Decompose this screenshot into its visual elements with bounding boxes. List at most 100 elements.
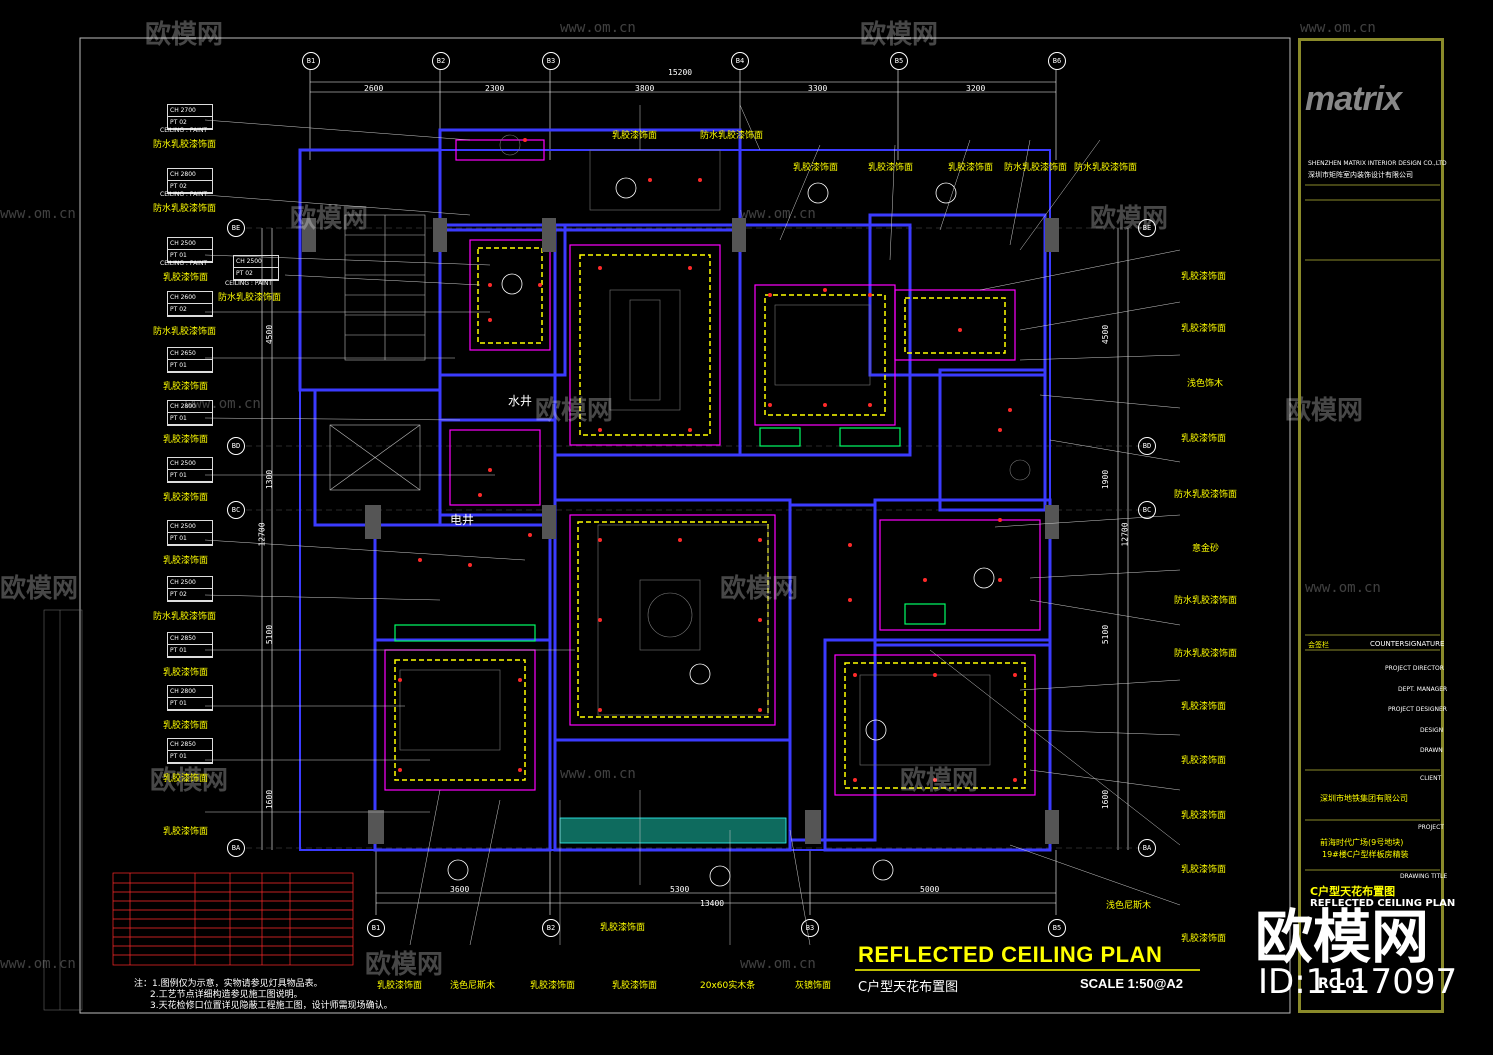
watermark-site: www.om.cn (560, 766, 636, 782)
ceiling-paint-label: CEILING : PAINT (160, 260, 208, 267)
axis-bubble: B6 (1048, 52, 1066, 70)
material-label: 乳胶漆饰面 (1181, 272, 1227, 282)
axis-bubble: B3 (542, 52, 560, 70)
material-label: 乳胶漆饰面 (163, 435, 209, 445)
axis-bubble: BA (227, 839, 245, 857)
company-logo: matrix (1305, 80, 1402, 118)
material-label: 乳胶漆饰面 (1181, 865, 1227, 875)
material-label: 防水乳胶漆饰面 (1004, 163, 1068, 173)
watermark-brand: 欧模网 (0, 574, 79, 604)
dim-right: 1900 (1101, 469, 1111, 490)
dim-top: 2300 (485, 84, 505, 93)
dim-top: 3200 (966, 84, 986, 93)
wood-strip-area (559, 817, 787, 844)
axis-bubble: B3 (801, 919, 819, 937)
material-label: 防水乳胶漆饰面 (153, 327, 217, 337)
material-label: 乳胶漆饰面 (163, 668, 209, 678)
material-label: 20x60实木条 (700, 981, 756, 991)
material-label: 浅色尼斯木 (1106, 901, 1152, 911)
material-label: 乳胶漆饰面 (1181, 811, 1227, 821)
dim-top: 2600 (364, 84, 384, 93)
countersign-label-en: COUNTERSIGNATURE (1370, 640, 1445, 648)
material-label: 乳胶漆饰面 (600, 923, 646, 933)
watermark-id: ID:1117097 (1258, 962, 1458, 1002)
axis-bubble: B5 (1048, 919, 1066, 937)
ceiling-paint-label: CEILING : PAINT (160, 127, 208, 134)
watermark-brand: 欧模网 (900, 766, 979, 796)
vent-elements (394, 427, 946, 642)
axis-bubble: BD (227, 437, 245, 455)
watermark-site: www.om.cn (560, 20, 636, 36)
material-label: 意金砂 (1192, 544, 1220, 554)
watermark-brand: 欧模网 (145, 20, 224, 50)
watermark-site: www.om.cn (0, 206, 76, 222)
dim-top: 3300 (808, 84, 828, 93)
role-label: DRAWN (1420, 747, 1443, 754)
room-label-electric-well: 电井 (450, 513, 475, 527)
material-label: 灰镜饰面 (795, 981, 832, 991)
client-label: CLIENT (1420, 775, 1442, 782)
material-label: 乳胶漆饰面 (1181, 324, 1227, 334)
watermark-brand: 欧模网 (1090, 204, 1169, 234)
note-line: 3.天花检修口位置详见隐蔽工程施工图，设计师需现场确认。 (150, 1001, 393, 1011)
material-label: 防水乳胶漆饰面 (1174, 649, 1238, 659)
dim-left: 5100 (265, 624, 275, 645)
countersign-label: 会签栏 (1308, 641, 1329, 649)
titleblock-lines (1305, 184, 1440, 871)
axis-bubble: BC (1138, 501, 1156, 519)
sheet-border (79, 37, 1291, 1014)
material-label: 浅色饰木 (1187, 379, 1224, 389)
watermark-brand: 欧模网 (365, 950, 444, 980)
material-label: 防水乳胶漆饰面 (1174, 490, 1238, 500)
material-label: 防水乳胶漆饰面 (1074, 163, 1138, 173)
dim-top-total: 15200 (668, 68, 693, 77)
material-label: 乳胶漆饰面 (1181, 934, 1227, 944)
revision-table (43, 609, 83, 1011)
watermark-site: www.om.cn (1305, 580, 1381, 596)
material-label: 浅色尼斯木 (450, 981, 496, 991)
dim-left: 1300 (265, 469, 275, 490)
material-label: 防水乳胶漆饰面 (153, 140, 217, 150)
dim-right: 5100 (1101, 624, 1111, 645)
watermark-brand: 欧模网 (535, 396, 614, 426)
leader-lines (204, 104, 1181, 946)
watermark-brand: 欧模网 (720, 574, 799, 604)
dim-left: 4500 (265, 324, 275, 345)
axis-bubble: B2 (432, 52, 450, 70)
material-label: 乳胶漆饰面 (163, 774, 209, 784)
watermark-brand: 欧模网 (860, 20, 939, 50)
role-label: DEPT. MANAGER (1398, 686, 1448, 693)
material-label: 乳胶漆饰面 (1181, 702, 1227, 712)
watermark-site: www.om.cn (740, 956, 816, 972)
drawing-title-en: REFLECTED CEILING PLAN (858, 942, 1163, 967)
drawing-number: RC-01 (1318, 976, 1365, 992)
material-label: 乳胶漆饰面 (793, 163, 839, 173)
axis-bubble: BC (227, 501, 245, 519)
material-label: 乳胶漆饰面 (948, 163, 994, 173)
section-markers (447, 177, 995, 887)
material-label: 防水乳胶漆饰面 (153, 612, 217, 622)
role-label: DESIGN (1420, 727, 1444, 734)
dim-right: 4500 (1101, 324, 1111, 345)
ceiling-paint-label: CEILING : PAINT (225, 280, 273, 287)
structural-columns (302, 218, 1059, 844)
client-name: 深圳市地铁集团有限公司 (1320, 794, 1408, 803)
staircase (329, 214, 426, 491)
ceiling-paint-label: CEILING : PAINT (160, 191, 208, 198)
axis-bubble: BA (1138, 839, 1156, 857)
axis-bubble: B5 (890, 52, 908, 70)
room-label-water-well: 水井 (508, 394, 533, 408)
dim-bottom-total: 13400 (700, 899, 725, 908)
titleblock-title-cn: C户型天花布置图 (1310, 885, 1396, 898)
dim-right-total: 12700 (1120, 522, 1130, 547)
